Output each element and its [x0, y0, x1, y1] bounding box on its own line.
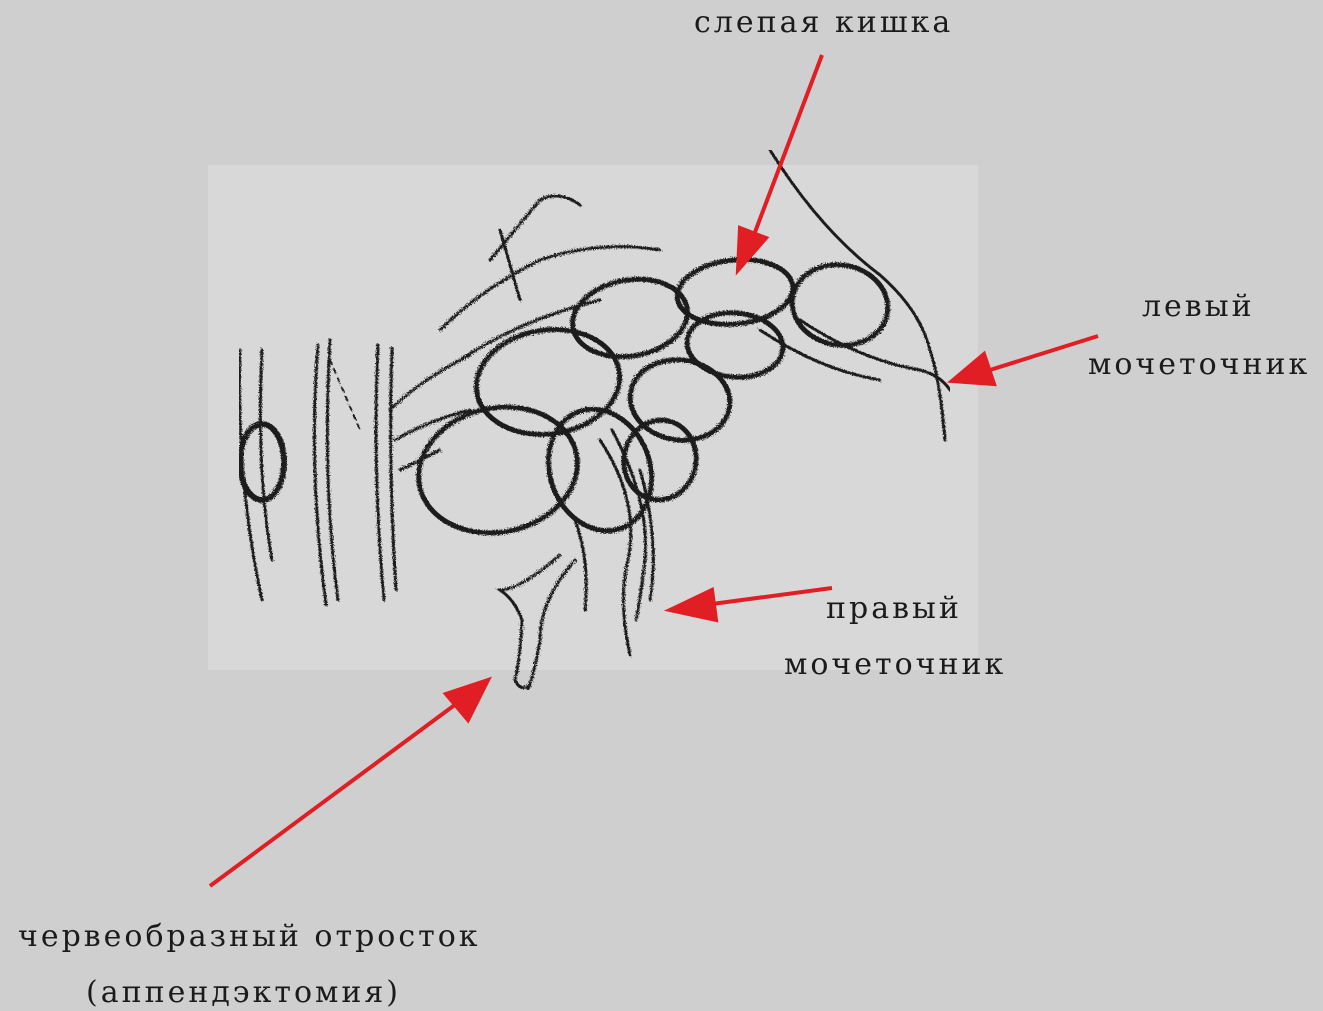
label-left-ureter-line2: мочеточник: [1088, 350, 1310, 380]
label-appendix-line2: (аппендэктомия): [86, 978, 401, 1008]
label-appendix-line1: червеобразный отросток: [18, 922, 481, 952]
label-left-ureter-line1: левый: [1142, 292, 1255, 322]
arrow-appendix: [210, 680, 488, 886]
label-right-ureter-line1: правый: [826, 594, 962, 624]
label-right-ureter-line2: мочеточник: [784, 650, 1006, 680]
label-cecum: слепая кишка: [694, 8, 953, 38]
